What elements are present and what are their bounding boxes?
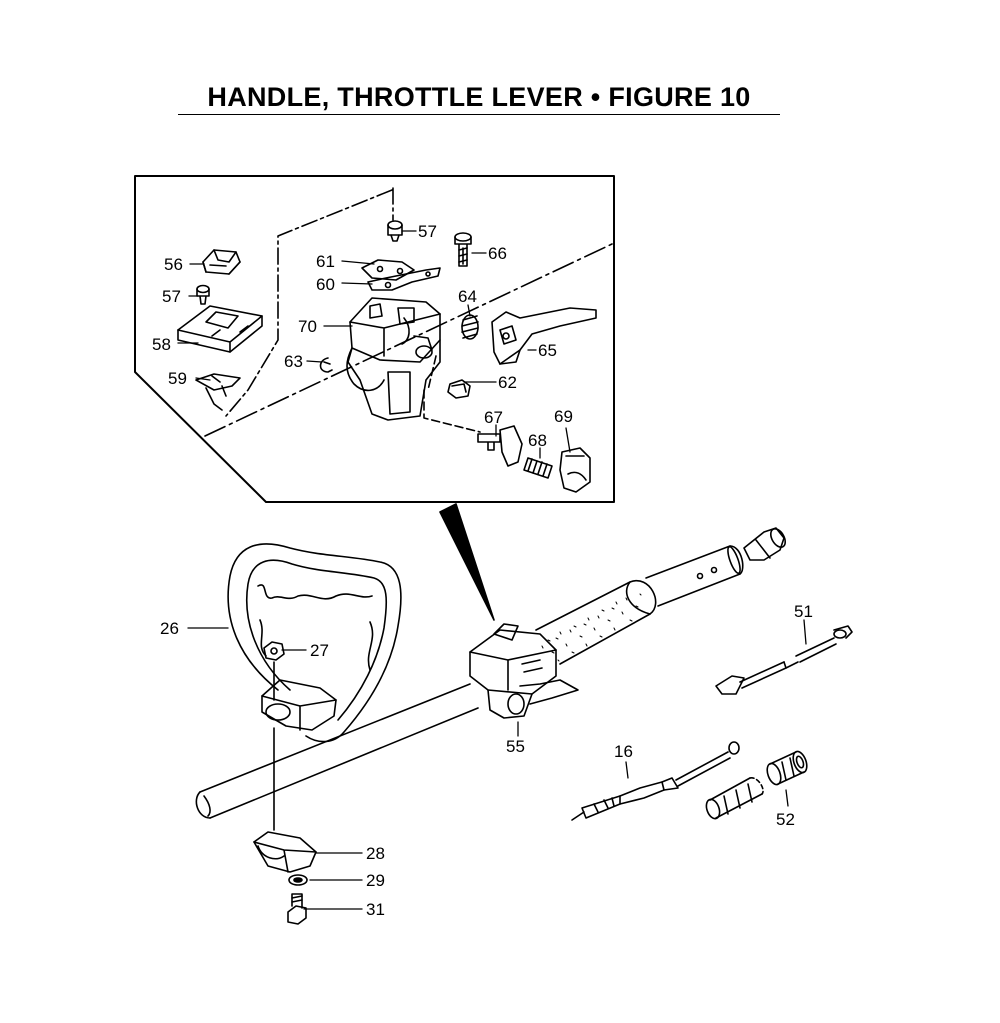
part-69-cover — [559, 447, 591, 493]
callout-70: 70 — [298, 317, 317, 336]
part-59-contact-spring — [195, 373, 241, 411]
inset-centerline — [204, 243, 613, 437]
callout-61: 61 — [316, 252, 335, 271]
callout-28: 28 — [366, 844, 385, 863]
callout-63: 63 — [284, 352, 303, 371]
part-31-bolt — [287, 893, 307, 925]
callout-31: 31 — [366, 900, 385, 919]
callout-66: 66 — [488, 244, 507, 263]
part-58-switch-plate — [177, 305, 263, 353]
callout-59: 59 — [168, 369, 187, 388]
callout-68: 68 — [528, 431, 547, 450]
part-61-plate — [361, 259, 415, 281]
part-27-nut — [263, 641, 285, 661]
part-65-throttle-lever — [491, 307, 597, 365]
page-title: HANDLE, THROTTLE LEVER • FIGURE 10 — [207, 82, 751, 112]
foam-grip — [535, 579, 657, 665]
part-28-lower-clamp — [253, 831, 317, 873]
callout-51: 51 — [794, 602, 813, 621]
part-57-screw-upper — [387, 220, 403, 242]
part-67-trigger — [477, 425, 523, 467]
callout-56: 56 — [164, 255, 183, 274]
callout-26: 26 — [160, 619, 179, 638]
callout-62: 62 — [498, 373, 517, 392]
drive-shaft-tube — [195, 545, 744, 819]
callout-58: 58 — [152, 335, 171, 354]
callout-69: 69 — [554, 407, 573, 426]
part-62-nut — [447, 379, 471, 399]
shaft-end-cap — [743, 527, 787, 561]
part-56-rubber-pad — [202, 249, 241, 275]
part-16-throttle-cable — [571, 741, 740, 821]
callout-67: 67 — [484, 408, 503, 427]
part-57-screw-left — [196, 284, 210, 305]
part-66-bolt — [454, 232, 472, 267]
detail-pointer-arrow — [439, 503, 495, 621]
callout-16: 16 — [614, 742, 633, 761]
part-68-spring — [523, 457, 553, 479]
part-51-stop-wire — [715, 625, 853, 695]
handle-clamp-upper — [261, 679, 337, 731]
callout-29: 29 — [366, 871, 385, 890]
callout-52: 52 — [776, 810, 795, 829]
part-55-throttle-assembly — [469, 623, 579, 719]
callout-65: 65 — [538, 341, 557, 360]
callout-55: 55 — [506, 737, 525, 756]
part-29-washer — [288, 874, 308, 886]
part-64-spring — [461, 314, 479, 340]
callout-57-left: 57 — [162, 287, 181, 306]
leader-lines — [177, 230, 807, 910]
part-63-e-clip — [319, 357, 333, 373]
part-70-throttle-housing — [346, 297, 441, 421]
detail-inset-frame — [134, 175, 615, 503]
callout-57-upper: 57 — [418, 222, 437, 241]
callout-labels: 57 56 57 58 59 61 60 66 64 70 65 63 62 6… — [152, 222, 813, 919]
callout-27: 27 — [310, 641, 329, 660]
callout-60: 60 — [316, 275, 335, 294]
part-52-rubber-boot — [705, 750, 808, 820]
title-underline — [178, 114, 780, 115]
part-60-plate — [367, 267, 441, 291]
part-26-loop-handle — [227, 543, 402, 743]
callout-64: 64 — [458, 287, 477, 306]
